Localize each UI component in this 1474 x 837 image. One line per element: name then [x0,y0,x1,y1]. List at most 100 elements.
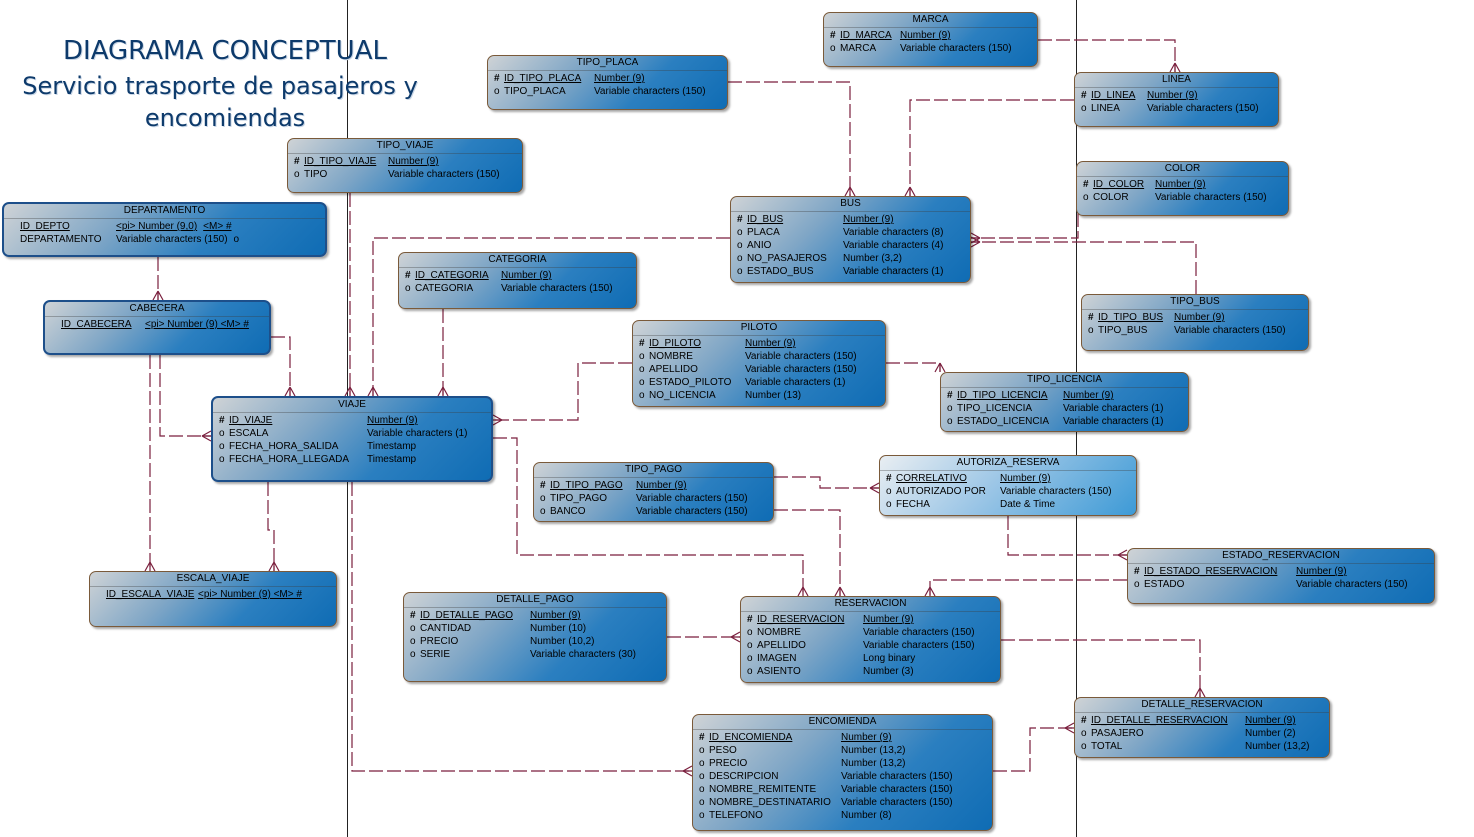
entity-name: LINEA [1075,73,1278,88]
rel-viaje-escala [267,482,275,571]
attribute-name: NOMBRE [757,627,801,638]
attribute-type: Number (13,2) [841,758,906,769]
entity-name: TIPO_BUS [1082,295,1308,310]
attribute-name: CORRELATIVO [896,473,967,484]
rel-tipopago-autoriza [774,476,879,489]
rel-cabecera-viaje2 [159,355,211,437]
attribute-type: Number (9) [1063,390,1114,401]
rel-linea-bus [909,99,1074,196]
primary-key-marker [10,220,20,233]
diagram-subtitle-line1: Servicio trasporte de pasajeros y [22,72,418,100]
entity-detalle-reservacion[interactable]: DETALLE_RESERVACION#ID_DETALLE_RESERVACI… [1074,697,1330,758]
entity-name: DEPARTAMENTO [4,204,325,219]
attribute-marker: o [1088,325,1094,336]
crows-foot-marker [834,586,846,597]
crows-foot-marker [152,290,164,301]
crows-foot-marker [904,186,916,197]
attribute-type: Number (13,2) [1245,741,1310,752]
attribute-type: Number (10) [530,623,587,634]
attribute-extra: <M> # [203,221,232,232]
entity-estado-reservacion[interactable]: ESTADO_RESERVACION#ID_ESTADO_RESERVACION… [1127,548,1435,604]
entity-reservacion[interactable]: RESERVACION # ID_RESERVACION Number (9) o NOM… [740,596,1001,683]
attribute-type: Variable characters (150) [745,351,857,362]
rel-bus-viaje [372,237,730,396]
crows-foot-marker [1064,722,1075,734]
attribute-type: Number (13) [745,390,802,401]
crows-foot-marker [1169,62,1181,73]
primary-key-marker: # [747,614,753,625]
attribute-name: NOMBRE [649,351,693,362]
attribute-marker: o [947,416,953,427]
attribute-name: ID_RESERVACION [757,614,845,625]
attribute-type: Number (9) [843,214,894,225]
attribute-type: Variable characters (4) [843,240,944,251]
primary-key-marker: # [1088,312,1094,323]
crows-foot-marker [144,561,156,572]
entity-name: TIPO_LICENCIA [941,373,1188,388]
rel-tipobus-bus [971,241,1197,294]
attribute-name: NO_LICENCIA [649,390,716,401]
attribute-name: APELLIDO [757,640,806,651]
attribute-marker: o [830,43,836,54]
attribute-type: Number (9) [530,610,581,621]
attribute-type: Number (9) [1155,179,1206,190]
primary-key-marker: # [1081,715,1087,726]
primary-key-marker [51,318,61,331]
attribute-type: Date & Time [1000,499,1056,510]
attribute-name: CATEGORIA [415,283,474,294]
attribute-marker: o [639,377,645,388]
crows-foot-marker [344,386,356,397]
attribute-marker: o [747,653,753,664]
attribute-name: ESCALA [229,428,269,439]
attribute-name: TIPO_PLACA [504,86,566,97]
attribute-name: ESTADO [1144,579,1185,590]
attribute-type: Variable characters (150) [841,771,953,782]
attribute-type: Number (9) [900,30,951,41]
attribute-name: ID_TIPO_PAGO [550,480,623,491]
attribute-marker: o [219,454,225,465]
attribute-type: Number (9) [863,614,914,625]
attribute-name: SERIE [420,649,451,660]
crows-foot-marker [869,482,880,494]
attribute-marker: o [737,227,743,238]
entity-name: RESERVACION [741,597,1000,612]
entity-name: BUS [731,197,970,212]
attribute-type: Variable characters (1) [1063,416,1164,427]
rel-reservacion-detalle [1001,639,1201,697]
attribute-marker: o [1081,728,1087,739]
